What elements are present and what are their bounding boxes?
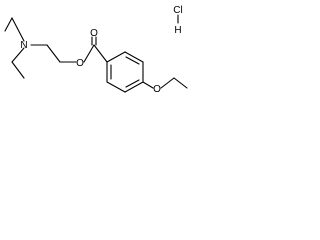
bond-carbonyl-c-ring — [93, 44, 108, 63]
bond-ring-1-2 — [106, 51, 126, 63]
bond-ring-2-3 — [124, 51, 144, 63]
ester-oxygen-label: O — [76, 58, 84, 69]
bond-ethoxy-ch2-ch3 — [173, 77, 188, 89]
bond-ethyl2-ch2-ch3 — [11, 61, 25, 79]
chlorine-label: Cl — [173, 5, 182, 16]
bond-n-ethyl2-ch2 — [11, 47, 25, 63]
bond-o-ethoxy-ch2 — [160, 77, 175, 89]
bond-chain-ch2-ch2 — [46, 44, 61, 63]
bond-ring-inner-1 — [125, 56, 140, 65]
nitrogen-label: N — [20, 40, 27, 51]
bond-o-carbonyl-c — [83, 44, 95, 63]
bond-ethyl1-ch2-n — [11, 17, 25, 42]
ether-oxygen-label: O — [153, 84, 161, 95]
carbonyl-oxygen-label: O — [90, 28, 98, 39]
bond-ring-5-6 — [106, 81, 126, 93]
bond-ring-4-5 — [124, 81, 144, 93]
bond-ring-o-ether — [142, 81, 154, 89]
structure-diagram: N O O O Cl H — [4, 5, 188, 95]
hydrogen-label: H — [174, 25, 181, 36]
bond-ethyl1-ch3-ch2 — [4, 17, 13, 32]
bond-ring-inner-2 — [125, 79, 140, 88]
